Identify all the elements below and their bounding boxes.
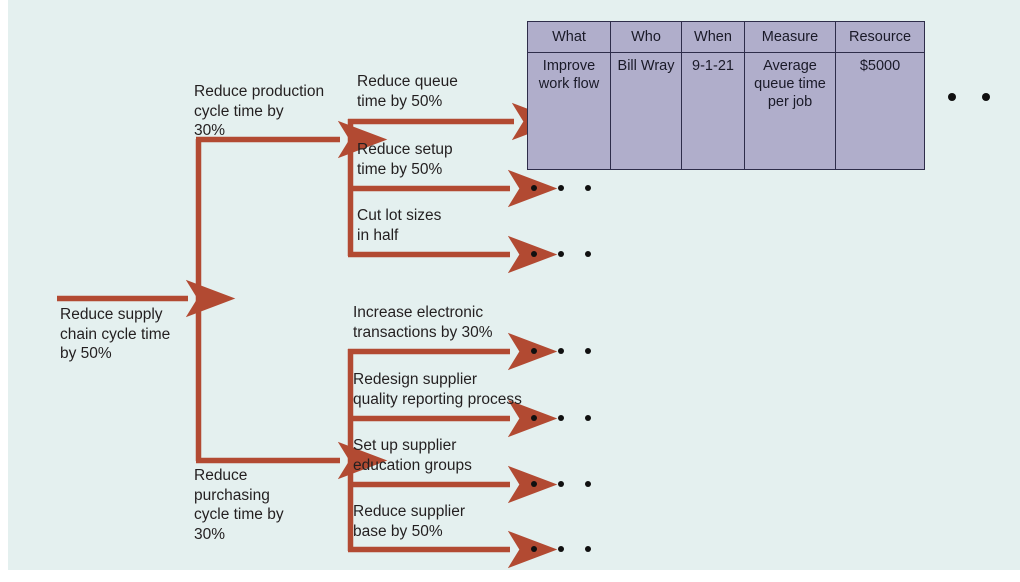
- table-header-row: What Who When Measure Resource: [527, 21, 925, 53]
- ellipsis-dot: [531, 348, 537, 354]
- table-cell-who: Bill Wray: [610, 52, 682, 170]
- ellipsis-dot: [585, 415, 591, 421]
- node-label-setup: Reduce setup time by 50%: [357, 141, 453, 178]
- ellipsis-lot-sizes: [531, 251, 591, 257]
- table-header-what: What: [527, 21, 611, 53]
- table-header-when: When: [681, 21, 745, 53]
- node-label-queue: Reduce queue time by 50%: [357, 73, 458, 110]
- ellipsis-education-groups: [531, 481, 591, 487]
- ellipsis-dot: [585, 546, 591, 552]
- ellipsis-dot: [531, 251, 537, 257]
- table-header-measure: Measure: [744, 21, 836, 53]
- ellipsis-dot: [585, 481, 591, 487]
- ellipsis-dot: [558, 251, 564, 257]
- ellipsis-table-continuation: [914, 93, 990, 101]
- table-cell-what: Improve work flow: [527, 52, 611, 170]
- node-label-purchasing: Reduce purchasing cycle time by 30%: [194, 467, 284, 543]
- ellipsis-dot: [948, 93, 956, 101]
- ellipsis-dot: [982, 93, 990, 101]
- node-label-supplier-base: Reduce supplier base by 50%: [353, 503, 466, 540]
- table-header-who: Who: [610, 21, 682, 53]
- table-cell-measure: Average queue time per job: [744, 52, 836, 170]
- ellipsis-setup: [531, 185, 591, 191]
- ellipsis-dot: [585, 348, 591, 354]
- ellipsis-electronic-transactions: [531, 348, 591, 354]
- ellipsis-dot: [558, 185, 564, 191]
- ellipsis-dot: [558, 415, 564, 421]
- ellipsis-dot: [558, 348, 564, 354]
- node-label-production: Reduce production cycle time by 30%: [194, 83, 325, 139]
- table-row: Improve work flow Bill Wray 9-1-21 Avera…: [527, 52, 925, 170]
- table-cell-resource: $5000: [835, 52, 925, 170]
- ellipsis-dot: [558, 546, 564, 552]
- ellipsis-dot: [558, 481, 564, 487]
- ellipsis-dot: [531, 185, 537, 191]
- node-label-lot-sizes: Cut lot sizes in half: [357, 207, 442, 244]
- node-label-education-groups: Set up supplier education groups: [353, 437, 472, 474]
- ellipsis-quality-reporting: [531, 415, 591, 421]
- ellipsis-dot: [531, 546, 537, 552]
- table-header-resource: Resource: [835, 21, 925, 53]
- table-cell-when: 9-1-21: [681, 52, 745, 170]
- ellipsis-dot: [585, 185, 591, 191]
- ellipsis-dot: [531, 481, 537, 487]
- node-label-quality-reporting: Redesign supplier quality reporting proc…: [353, 371, 522, 408]
- node-label-root: Reduce supply chain cycle time by 50%: [60, 306, 171, 362]
- ellipsis-supplier-base: [531, 546, 591, 552]
- ellipsis-dot: [585, 251, 591, 257]
- node-label-electronic-transactions: Increase electronic transactions by 30%: [353, 304, 493, 341]
- ellipsis-dot: [531, 415, 537, 421]
- action-plan-table: What Who When Measure Resource Improve w…: [527, 21, 925, 170]
